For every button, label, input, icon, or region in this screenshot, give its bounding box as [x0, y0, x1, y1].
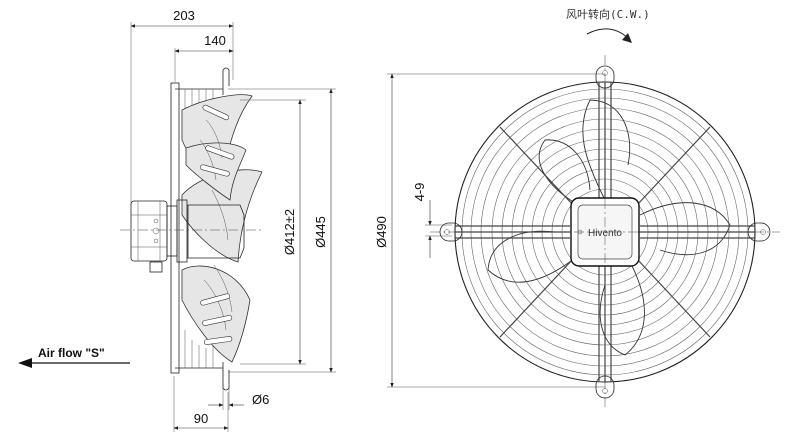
dimension-412: Ø412±2 — [240, 99, 306, 365]
dimension-140: 140 — [174, 33, 234, 82]
dimension-203: 203 — [130, 8, 234, 205]
dimension-412-label: Ø412±2 — [282, 209, 297, 255]
rotation-arrow-icon — [622, 33, 632, 43]
fan-blades-side — [176, 94, 263, 363]
rotation-label: 风叶转向(C.W.) — [566, 7, 650, 21]
dimension-490-label: Ø490 — [374, 216, 389, 248]
dimension-90-label: 90 — [194, 411, 208, 426]
dimension-445: Ø445 — [228, 88, 336, 373]
motor-housing — [130, 200, 178, 273]
side-view: 203 140 — [18, 8, 336, 432]
dimension-203-label: 203 — [173, 8, 195, 23]
airflow-arrow-icon — [18, 358, 32, 368]
brand-label: Hivento — [588, 228, 622, 239]
airflow-label: Air flow "S" — [38, 346, 105, 360]
dimension-445-label: Ø445 — [313, 216, 328, 248]
front-view: 风叶转向(C.W.) Ø490 4-9 — [374, 7, 780, 410]
dimension-6-label: Ø6 — [252, 392, 269, 407]
rotation-indicator: 风叶转向(C.W.) — [566, 7, 650, 43]
dimension-4-9-label: 4-9 — [412, 183, 427, 202]
dimension-6: Ø6 — [208, 388, 269, 410]
dimension-490: Ø490 — [374, 73, 605, 388]
dimension-140-label: 140 — [204, 33, 226, 48]
dimension-90: 90 — [173, 376, 229, 432]
fan-blades-front — [487, 99, 731, 356]
airflow-indicator: Air flow "S" — [18, 346, 130, 368]
dimension-4-9: 4-9 — [412, 183, 452, 258]
